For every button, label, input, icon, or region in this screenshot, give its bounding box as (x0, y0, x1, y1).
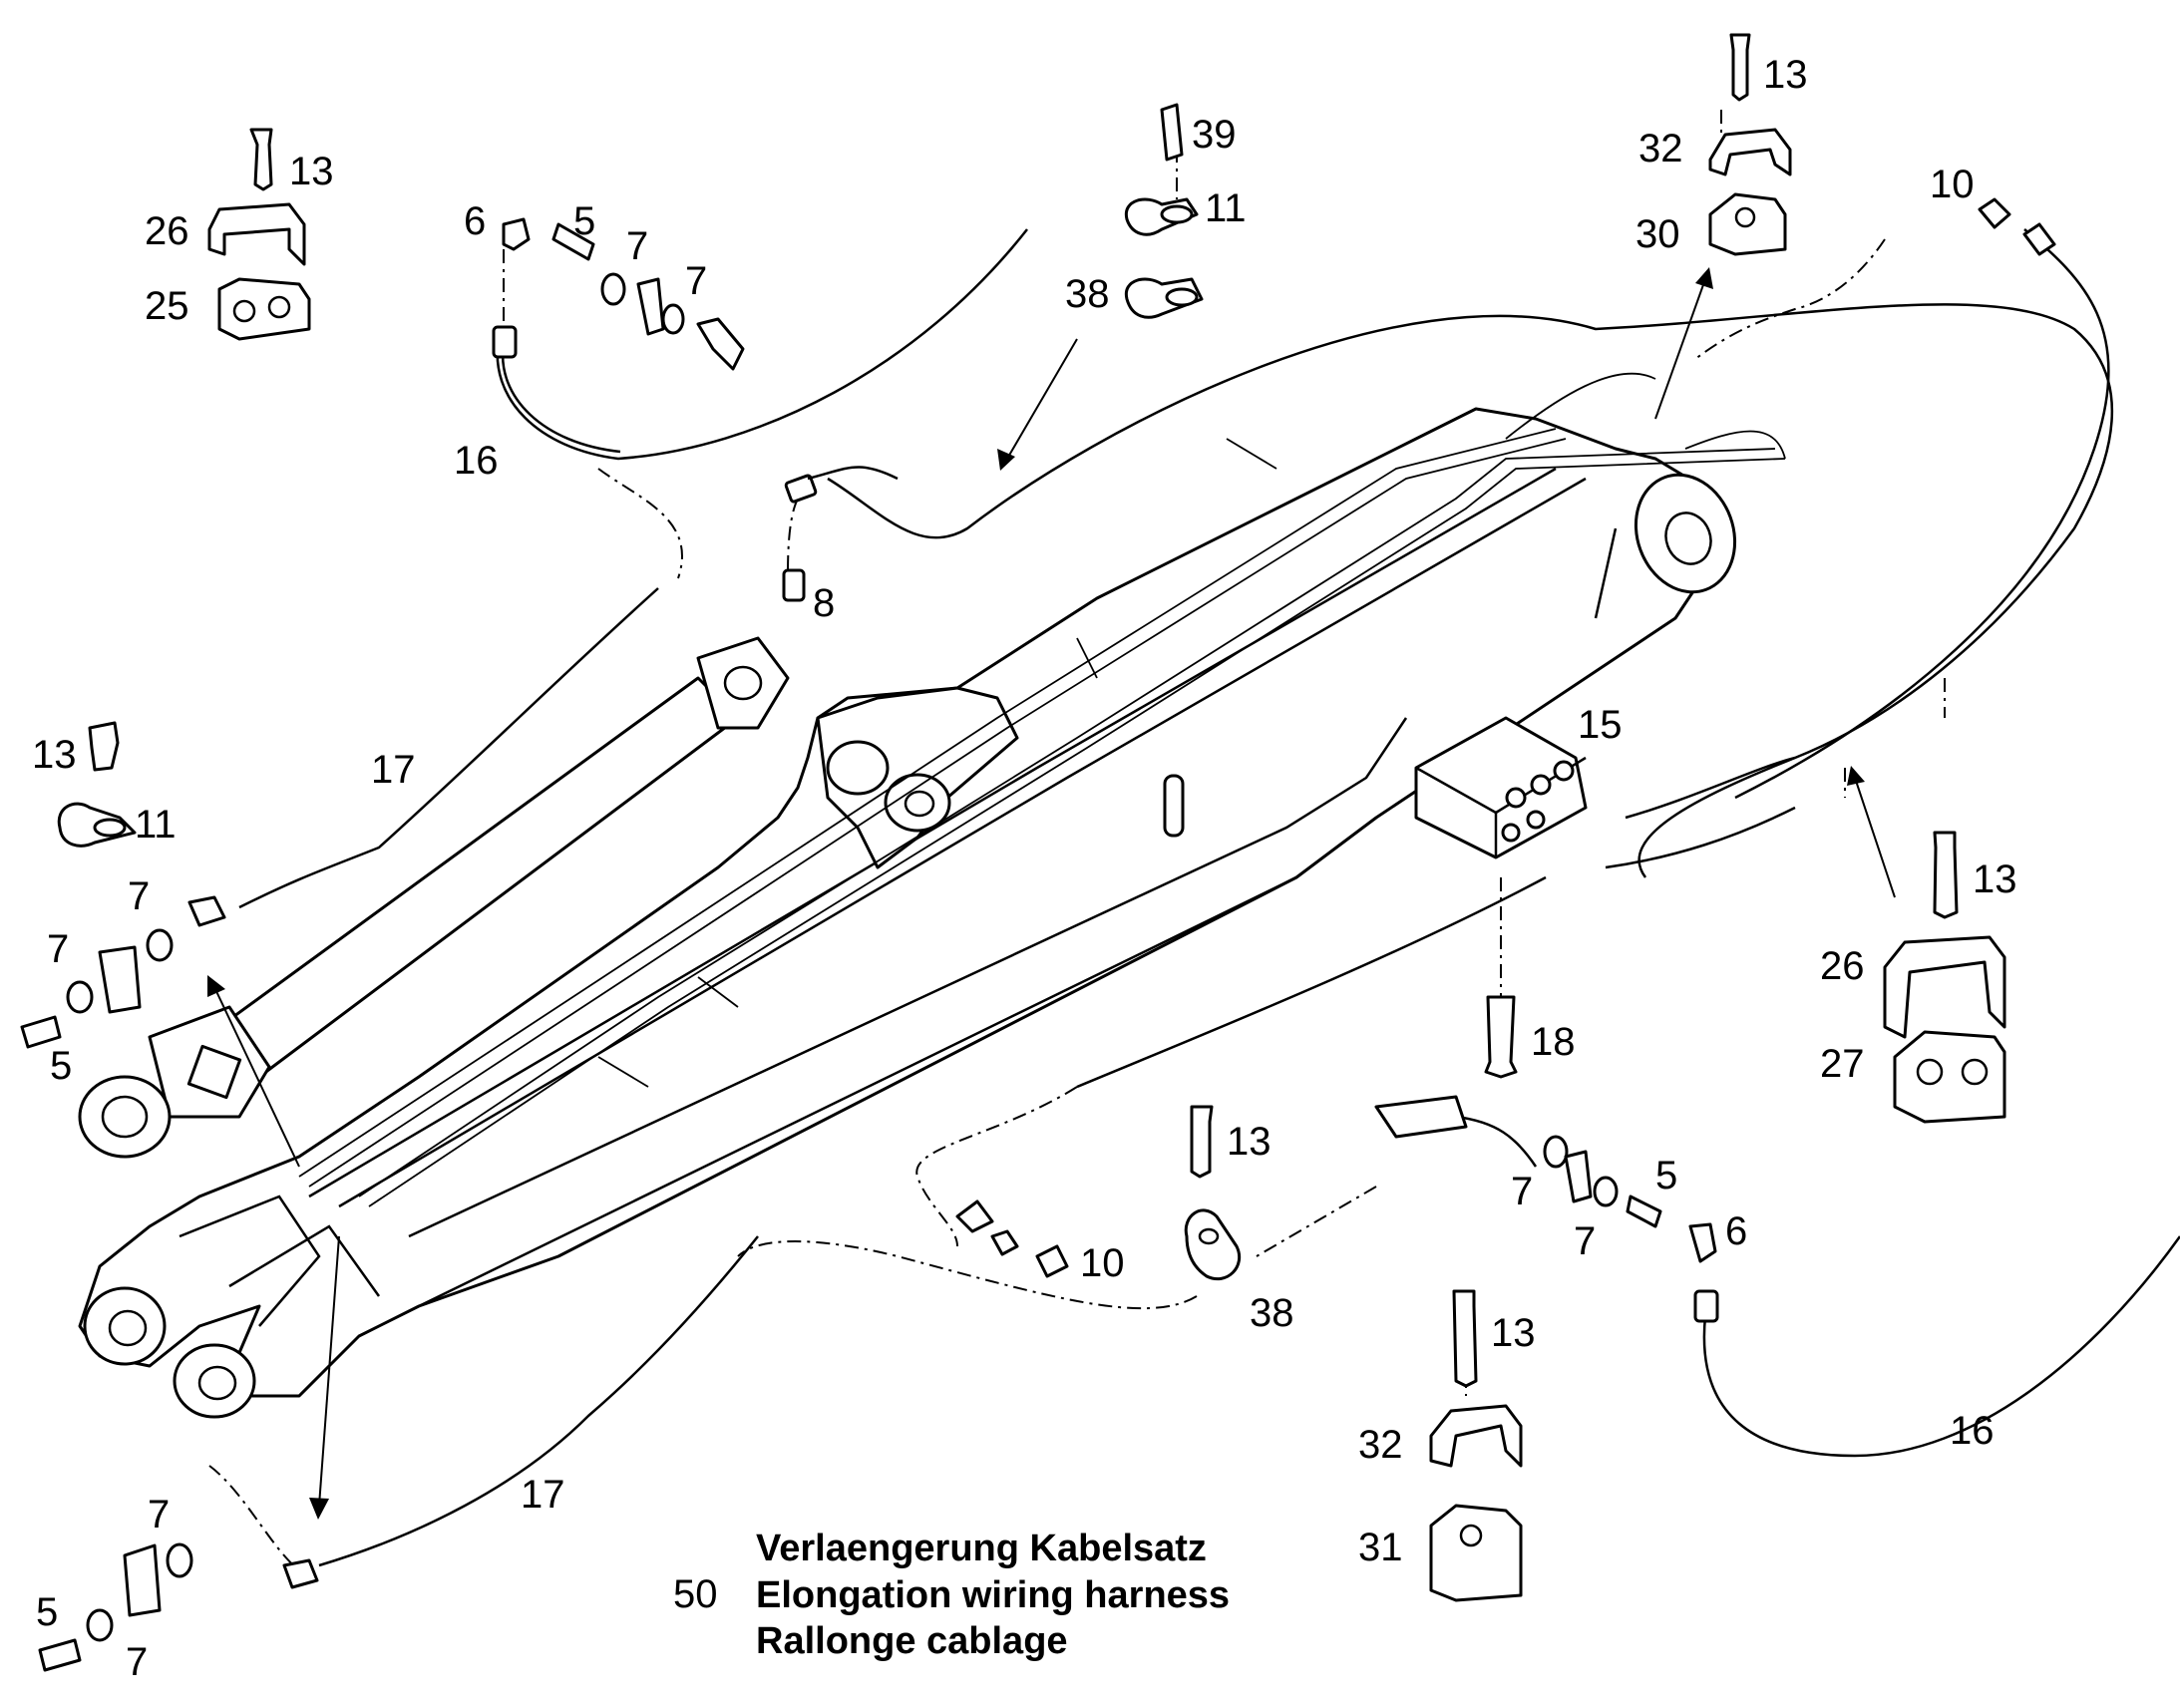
callout-13: 13 (1763, 53, 1808, 97)
valve-block (1414, 716, 1588, 859)
callout-7: 7 (148, 1493, 170, 1537)
fittings-bottom-left (38, 1542, 319, 1672)
callout-7: 7 (626, 224, 648, 268)
fittings-left (20, 895, 226, 1049)
callout-8: 8 (813, 581, 835, 625)
hydraulic-cylinder (78, 636, 790, 1159)
bolt-18 (1484, 995, 1518, 1079)
boom-arm (78, 407, 1737, 1419)
callout-10: 10 (1930, 163, 1975, 206)
callout-27: 27 (1820, 1042, 1865, 1086)
fittings-top (492, 217, 745, 371)
callout-7: 7 (1511, 1170, 1533, 1213)
callout-10: 10 (1080, 1241, 1125, 1285)
leader-arrows (207, 267, 1896, 1520)
callout-16: 16 (1950, 1409, 1995, 1453)
callout-26: 26 (145, 209, 189, 253)
callout-5: 5 (50, 1044, 72, 1088)
fittings-mid-right (1374, 1095, 1719, 1323)
callout-32: 32 (1638, 127, 1683, 171)
callout-26: 26 (1820, 944, 1865, 988)
callout-7: 7 (685, 259, 707, 303)
clamp-set-top-right (1708, 33, 1792, 256)
callout-17: 17 (521, 1473, 565, 1517)
callout-5: 5 (36, 1590, 58, 1634)
connector-10-mid (955, 1199, 1069, 1278)
callout-38: 38 (1065, 272, 1110, 316)
callout-7: 7 (126, 1640, 148, 1684)
callout-31: 31 (1358, 1526, 1403, 1569)
callout-32: 32 (1358, 1423, 1403, 1467)
caption-line-fr: Rallonge cablage (756, 1620, 1068, 1662)
caption-line-en: Elongation wiring harness (756, 1574, 1230, 1616)
connector-8 (782, 466, 899, 602)
caption-line-de: Verlaengerung Kabelsatz (756, 1528, 1207, 1569)
callout-18: 18 (1531, 1020, 1576, 1064)
clamp-set-top-left (207, 128, 311, 341)
callout-6: 6 (1725, 1209, 1747, 1253)
callout-11: 11 (1205, 186, 1247, 230)
caption-part-number: 50 (673, 1572, 718, 1616)
callout-25: 25 (145, 284, 189, 328)
clip-set-left (57, 721, 137, 848)
part-caption: Verlaengerung Kabelsatz 50 Elongation wi… (673, 1528, 1230, 1662)
callout-7: 7 (47, 927, 69, 971)
callout-11: 11 (135, 803, 177, 847)
cables (238, 228, 2180, 1567)
connector-10-top (1978, 197, 2056, 256)
callout-5: 5 (573, 199, 595, 243)
connection-lines (208, 110, 1946, 1576)
callout-39: 39 (1192, 113, 1237, 157)
clamp-set-right (1883, 831, 2006, 1124)
callout-7: 7 (128, 874, 150, 918)
callout-13: 13 (289, 150, 334, 193)
clamp-set-bottom-right (1429, 1289, 1523, 1602)
callout-5: 5 (1655, 1154, 1677, 1197)
clip-set-mid (1184, 1105, 1242, 1281)
callout-17: 17 (371, 748, 416, 792)
callout-38: 38 (1250, 1291, 1294, 1335)
callout-13: 13 (1491, 1311, 1536, 1355)
callout-labels: 13 26 25 6 5 7 7 16 39 11 38 8 13 32 30 … (32, 53, 2017, 1684)
callout-13: 13 (1227, 1120, 1272, 1164)
callout-7: 7 (1574, 1219, 1596, 1263)
callout-30: 30 (1635, 212, 1680, 256)
clip-set-top (1124, 103, 1204, 319)
callout-15: 15 (1578, 703, 1623, 747)
callout-13: 13 (1973, 857, 2017, 901)
callout-13: 13 (32, 733, 77, 777)
callout-16: 16 (454, 439, 499, 483)
callout-6: 6 (464, 199, 486, 243)
boom-harness (298, 372, 1786, 1207)
